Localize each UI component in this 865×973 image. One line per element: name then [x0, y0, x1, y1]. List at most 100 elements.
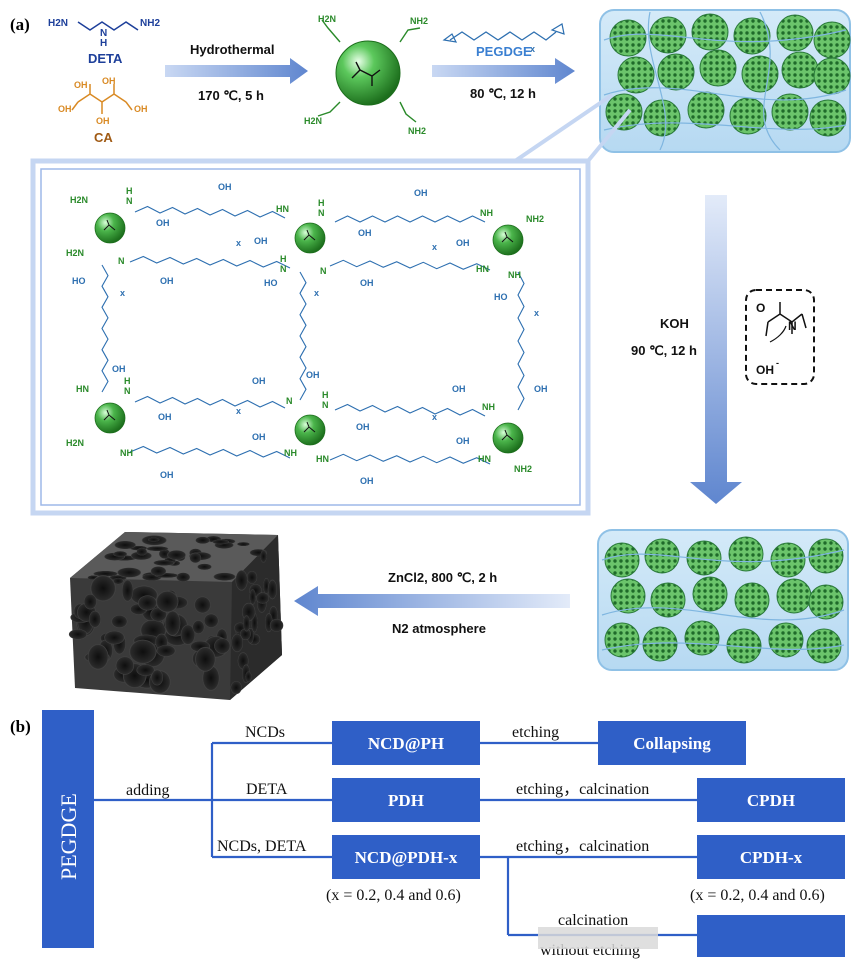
branch4-occlusion — [538, 927, 658, 949]
arrow-koh — [690, 195, 742, 504]
front-pore — [89, 610, 101, 628]
gel2-sphere — [728, 536, 764, 572]
ca-name: CA — [94, 130, 113, 145]
peg-chain — [329, 259, 491, 271]
side-pore — [256, 592, 269, 604]
network-label: N — [126, 196, 133, 206]
network-label: N — [322, 400, 329, 410]
side-pore — [243, 615, 251, 632]
network-ncd-sphere — [492, 224, 524, 256]
top-pore — [237, 542, 250, 547]
deta-n: N — [100, 28, 107, 39]
network-label: OH — [156, 218, 170, 228]
gel1-sphere — [649, 16, 687, 54]
side-pore — [260, 550, 267, 563]
front-pore — [194, 596, 211, 614]
gel1-sphere — [741, 55, 779, 93]
branch3-input: NCDs, DETA — [217, 838, 307, 855]
gel1-sphere — [643, 99, 681, 137]
step3-reagent: KOH — [660, 316, 689, 331]
network-label: x — [314, 288, 319, 298]
step3-conditions: 90 ℃, 12 h — [631, 343, 697, 358]
gel1-sphere — [687, 91, 725, 129]
network-label: OH — [452, 384, 466, 394]
network-label: OH — [456, 238, 470, 248]
gel2-sphere — [610, 578, 646, 614]
peg-chain-vertical — [299, 271, 307, 401]
ca-oh-top: OH — [102, 76, 116, 86]
network-label: N — [118, 256, 125, 266]
network-label: H — [280, 254, 287, 264]
network-label: OH — [254, 236, 268, 246]
deta-nh2-right: NH2 — [140, 18, 160, 29]
side-pore — [245, 671, 252, 682]
porous-carbon-cube — [68, 532, 284, 700]
top-pore — [117, 567, 142, 578]
top-pore — [113, 551, 127, 557]
network-ncd-sphere — [492, 422, 524, 454]
branch4-process-top: calcination — [558, 912, 628, 929]
pegdge-start-label: PEGDGE — [56, 793, 81, 880]
network-label: NH2 — [514, 464, 532, 474]
network-label: OH — [158, 412, 172, 422]
front-pore — [87, 644, 109, 670]
top-pore — [130, 551, 152, 560]
gel2-sphere — [604, 622, 640, 658]
front-pore — [136, 664, 155, 676]
top-pore — [153, 560, 175, 566]
side-pore — [249, 589, 256, 605]
network-label: HO — [72, 276, 86, 286]
network-label: OH — [160, 470, 174, 480]
top-pore — [93, 570, 118, 577]
peg-chain — [134, 205, 286, 219]
deta-nh2-left: H2N — [48, 18, 68, 29]
side-pore — [235, 570, 248, 591]
network-label: H — [322, 390, 329, 400]
gel2-sphere — [684, 620, 720, 656]
deta-structure: H2N NH2 N H DETA — [48, 18, 160, 66]
network-label: HO — [494, 292, 508, 302]
branch1-product: NCD@PH — [368, 734, 444, 753]
branch2-product: PDH — [388, 791, 424, 810]
top-pore — [195, 536, 210, 544]
front-pore — [129, 639, 157, 664]
gel1-sphere — [813, 57, 851, 95]
hydrogel-ncd-ph — [599, 9, 851, 153]
step4-atmosphere: N2 atmosphere — [392, 621, 486, 636]
network-label: HN — [76, 384, 89, 394]
network-zoom-callout — [30, 93, 632, 516]
gel1-sphere — [809, 99, 847, 137]
branch1-result: Collapsing — [633, 734, 711, 753]
branch2-process: etching，calcination — [516, 781, 649, 798]
top-pore — [113, 577, 124, 585]
branch3-result-box — [697, 835, 845, 879]
gel1-sphere — [605, 93, 643, 131]
gel1-sphere — [733, 17, 771, 55]
top-pore — [148, 537, 160, 542]
step1-reagent: Hydrothermal — [190, 42, 275, 57]
network-label: N — [318, 208, 325, 218]
front-pore — [164, 610, 181, 636]
network-label: OH — [306, 370, 320, 380]
network-ncd-sphere — [294, 414, 326, 446]
ncd-nh2-c: H2N — [304, 116, 322, 126]
network-label: NH — [508, 270, 521, 280]
network-ncd-sphere — [294, 222, 326, 254]
front-pore — [180, 624, 195, 645]
gel2-sphere — [692, 576, 728, 612]
top-pore — [150, 566, 167, 576]
front-pore — [90, 575, 116, 602]
peg-chain — [334, 215, 486, 223]
network-label: OH — [252, 432, 266, 442]
gel1-sphere — [657, 53, 695, 91]
arrow-hydrothermal — [165, 58, 308, 84]
svg-text:-: - — [776, 358, 779, 368]
pegdge-structure: x — [442, 23, 565, 54]
front-pore — [214, 638, 231, 654]
peg-chain — [134, 395, 286, 409]
network-label: OH — [218, 182, 232, 192]
network-label: x — [534, 308, 539, 318]
network-label: HN — [478, 454, 491, 464]
side-pore — [267, 579, 277, 600]
